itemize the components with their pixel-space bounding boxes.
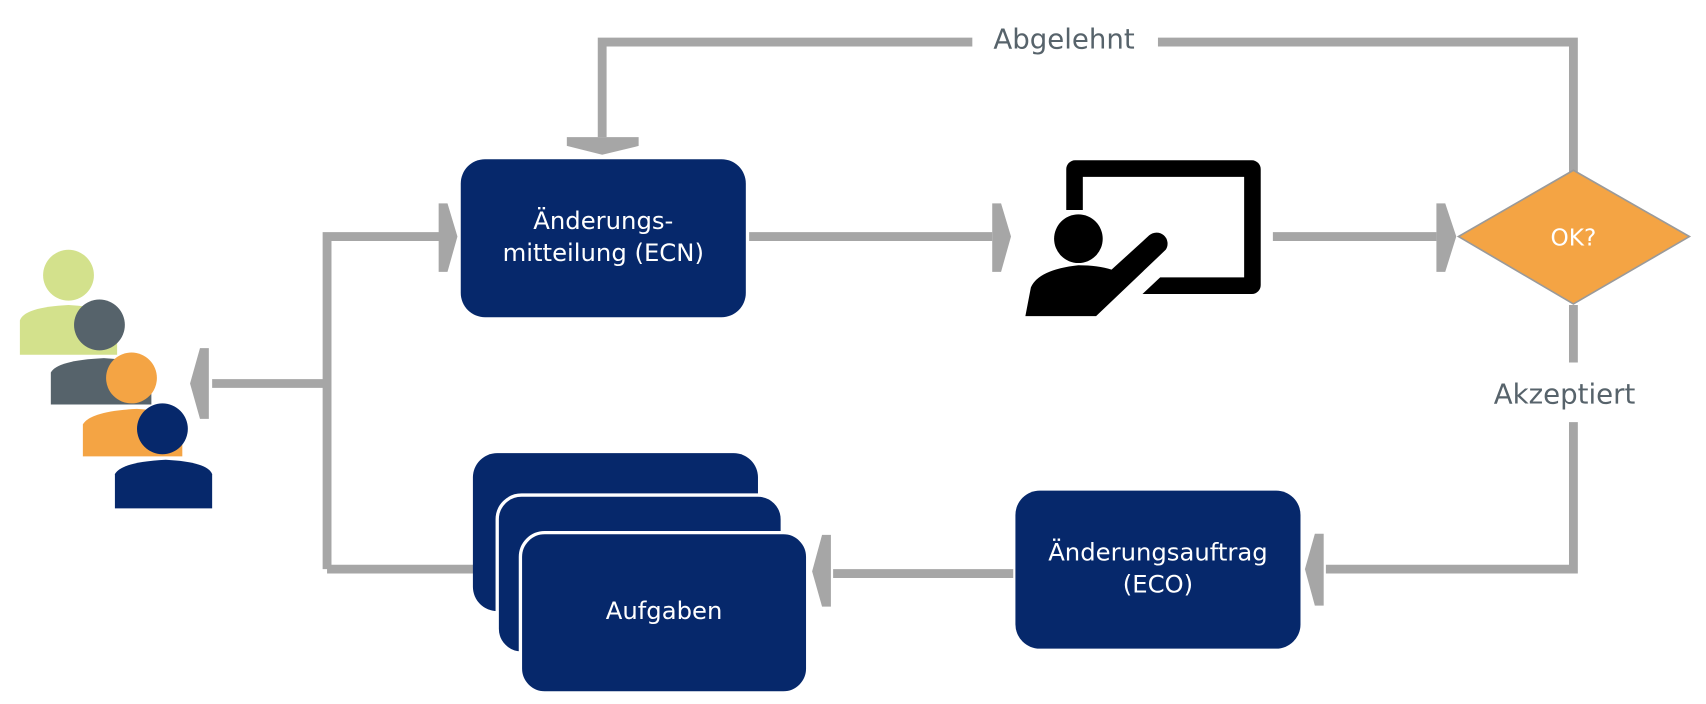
arrowhead-left <box>190 348 209 419</box>
presentation-icon <box>1025 160 1261 317</box>
arrowhead-right <box>992 203 1012 272</box>
tasks-node[interactable]: Aufgaben <box>472 453 810 695</box>
review-to-decision-connector <box>1272 203 1457 272</box>
arrowhead-right <box>1436 203 1457 272</box>
rejected-label: Abgelehnt <box>993 23 1135 56</box>
ecn-to-review-connector <box>749 203 1012 272</box>
stakeholder-connector <box>190 203 478 574</box>
arrowhead-left <box>812 534 831 607</box>
decision-node[interactable]: OK? <box>1456 169 1692 305</box>
task-card-front <box>518 530 810 695</box>
arrowhead-right <box>438 203 458 272</box>
accepted-connector <box>1304 305 1578 606</box>
ecn-node[interactable]: Änderungs- mitteilung (ECN) <box>460 159 746 318</box>
ecn-label-line1: Änderungs- <box>533 206 673 235</box>
person-navy-icon <box>114 403 213 509</box>
decision-label: OK? <box>1551 224 1597 251</box>
eco-node[interactable]: Änderungsauftrag (ECO) <box>1015 490 1301 649</box>
eco-label-line1: Änderungsauftrag <box>1048 537 1268 566</box>
eco-label-line2: (ECO) <box>1123 569 1193 598</box>
accepted-label: Akzeptiert <box>1494 377 1636 410</box>
tasks-label: Aufgaben <box>606 596 723 625</box>
rejected-connector <box>566 37 1578 173</box>
ecn-label-line2: mitteilung (ECN) <box>503 238 704 267</box>
arrowhead-down <box>566 137 639 155</box>
arrowhead-left <box>1304 533 1324 606</box>
eco-to-tasks-connector <box>812 534 1014 607</box>
people-group-icon <box>19 249 213 509</box>
